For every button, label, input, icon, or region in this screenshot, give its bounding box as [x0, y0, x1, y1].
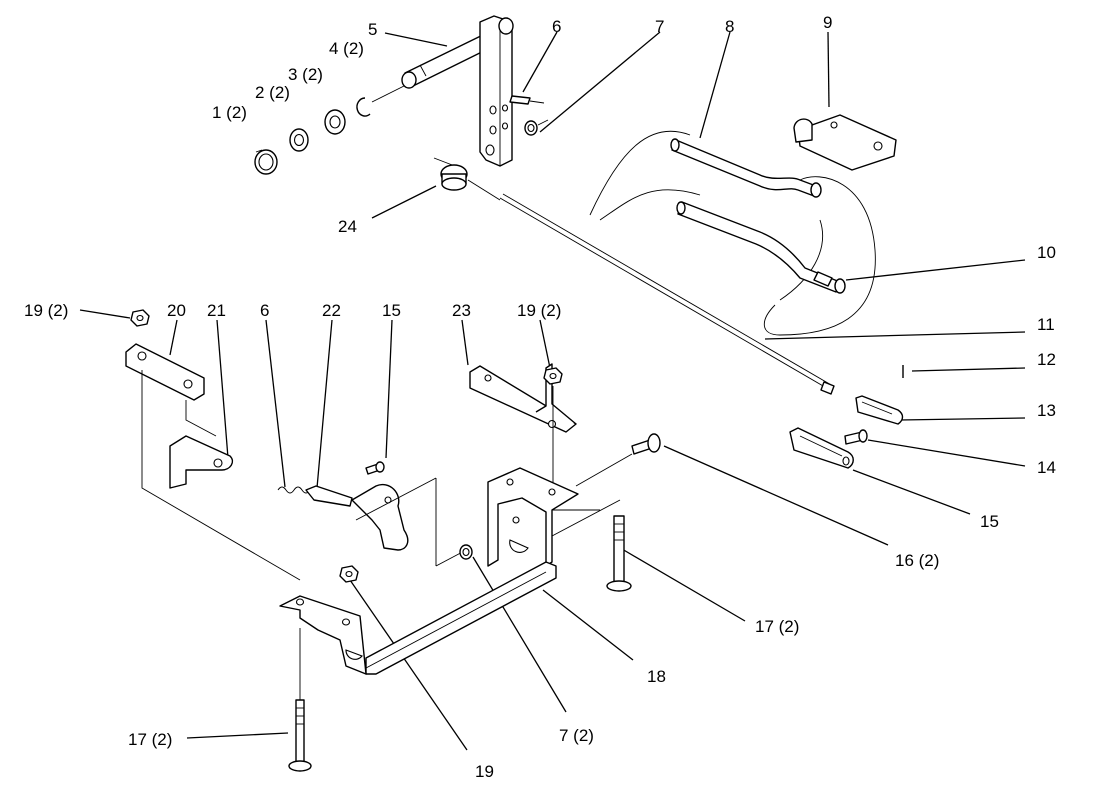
callout-7-lower: 7 (2): [559, 726, 594, 745]
bolt-16: [631, 433, 661, 455]
callout-19-bottom: 19: [475, 762, 494, 781]
lever-22: [305, 483, 409, 551]
cable-clamp-9: [793, 114, 897, 171]
callout-15-right: 15: [980, 512, 999, 531]
nut-19-upper-right: [543, 367, 563, 385]
nut-19-upper-left: [130, 309, 150, 327]
leader-lines: [79, 31, 1026, 751]
callout-9: 9: [823, 13, 832, 32]
callout-16: 16 (2): [895, 551, 939, 570]
cotter-pin-6: [509, 95, 545, 105]
e-ring-4: [356, 97, 371, 117]
callout-21: 21: [207, 301, 226, 320]
callout-6-lower: 6: [260, 301, 269, 320]
spring-6-lower: [277, 486, 311, 494]
clevis-15: [789, 427, 854, 469]
callout-10: 10: [1037, 243, 1056, 262]
cable-sleeve-8: [670, 138, 822, 198]
callout-24: 24: [338, 217, 357, 236]
callout-3: 3 (2): [288, 65, 323, 84]
bracket-21: [169, 435, 234, 489]
washer-7-lower: [459, 544, 473, 560]
washer-7: [524, 119, 549, 136]
callout-17-left: 17 (2): [128, 730, 172, 749]
plate-20: [125, 343, 205, 401]
callout-11: 11: [1037, 315, 1055, 334]
clevis-13: [855, 395, 904, 425]
callout-8: 8: [725, 17, 734, 36]
callout-17-right: 17 (2): [755, 617, 799, 636]
bolt-15-lower: [365, 461, 385, 475]
callout-14: 14: [1037, 458, 1056, 477]
nut-19-lower: [339, 565, 359, 583]
callout-1: 1 (2): [212, 103, 247, 122]
bolt-17-right: [606, 515, 632, 592]
callout-2: 2 (2): [255, 83, 290, 102]
swivel-24: [433, 157, 501, 201]
retaining-clip-1: [254, 149, 278, 175]
callout-19-upper-right: 19 (2): [517, 301, 561, 320]
washer-2: [289, 128, 309, 152]
callout-13: 13: [1037, 401, 1056, 420]
pedal-lever: [479, 15, 514, 167]
callout-labels: 1 (2) 2 (2) 3 (2) 4 (2) 5 6 7 8 9 10 11 …: [24, 13, 1056, 781]
callout-5: 5: [368, 20, 377, 39]
callout-22: 22: [322, 301, 341, 320]
callout-19-left: 19 (2): [24, 301, 68, 320]
bolt-14: [844, 429, 868, 445]
callout-18: 18: [647, 667, 666, 686]
main-bracket-18: [279, 467, 579, 675]
washer-3: [324, 109, 346, 135]
callout-12: 12: [1037, 350, 1056, 369]
cable-sleeve-10: [676, 201, 846, 294]
callout-7-upper: 7: [655, 17, 664, 36]
cable-11: [499, 130, 876, 395]
callout-4: 4 (2): [329, 39, 364, 58]
callout-6-upper: 6: [552, 17, 561, 36]
callout-15-lower: 15: [382, 301, 401, 320]
callout-23: 23: [452, 301, 471, 320]
callout-20: 20: [167, 301, 186, 320]
bolt-17-left: [288, 699, 312, 772]
